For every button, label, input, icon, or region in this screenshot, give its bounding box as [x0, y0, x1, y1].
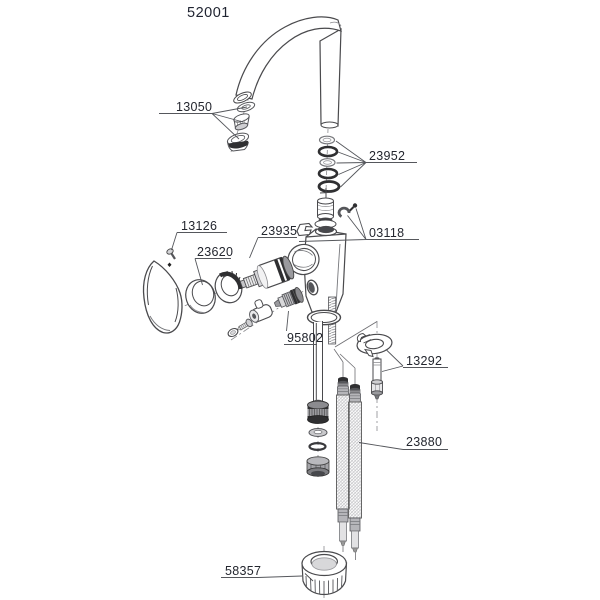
retaining-collar: [214, 270, 243, 304]
supply-hoses: [336, 377, 362, 553]
check-valve: [273, 286, 304, 308]
part-label-13126: 13126: [181, 219, 218, 233]
o-ring-stack: [317, 135, 341, 193]
supply-pipe: [306, 296, 342, 405]
side-fitting: [227, 299, 273, 338]
part-label-95802: 95802: [287, 331, 324, 345]
escutcheon-ring: [185, 279, 216, 314]
handle-set-screw: [166, 248, 176, 267]
cartridge: [239, 255, 295, 289]
faucet-body: [287, 225, 347, 320]
pipe-nuts: [306, 400, 330, 477]
retaining-clip-set: [296, 203, 358, 237]
part-label-23620: 23620: [197, 245, 234, 259]
mounting-hardware: [356, 332, 393, 400]
part-label-23935: 23935: [261, 224, 298, 238]
part-label-23880: 23880: [406, 435, 443, 449]
valve-stem: [314, 188, 337, 229]
part-label-23952: 23952: [369, 149, 406, 163]
diagram-number: 52001: [187, 5, 230, 21]
handle: [142, 260, 183, 334]
part-label-03118: 03118: [369, 226, 405, 240]
part-label-13292: 13292: [406, 354, 443, 368]
spout: [233, 16, 342, 129]
part-label-13050: 13050: [176, 100, 213, 114]
leader-lines: [159, 106, 448, 578]
part-label-58357: 58357: [225, 564, 262, 578]
mounting-ring: [301, 550, 348, 596]
